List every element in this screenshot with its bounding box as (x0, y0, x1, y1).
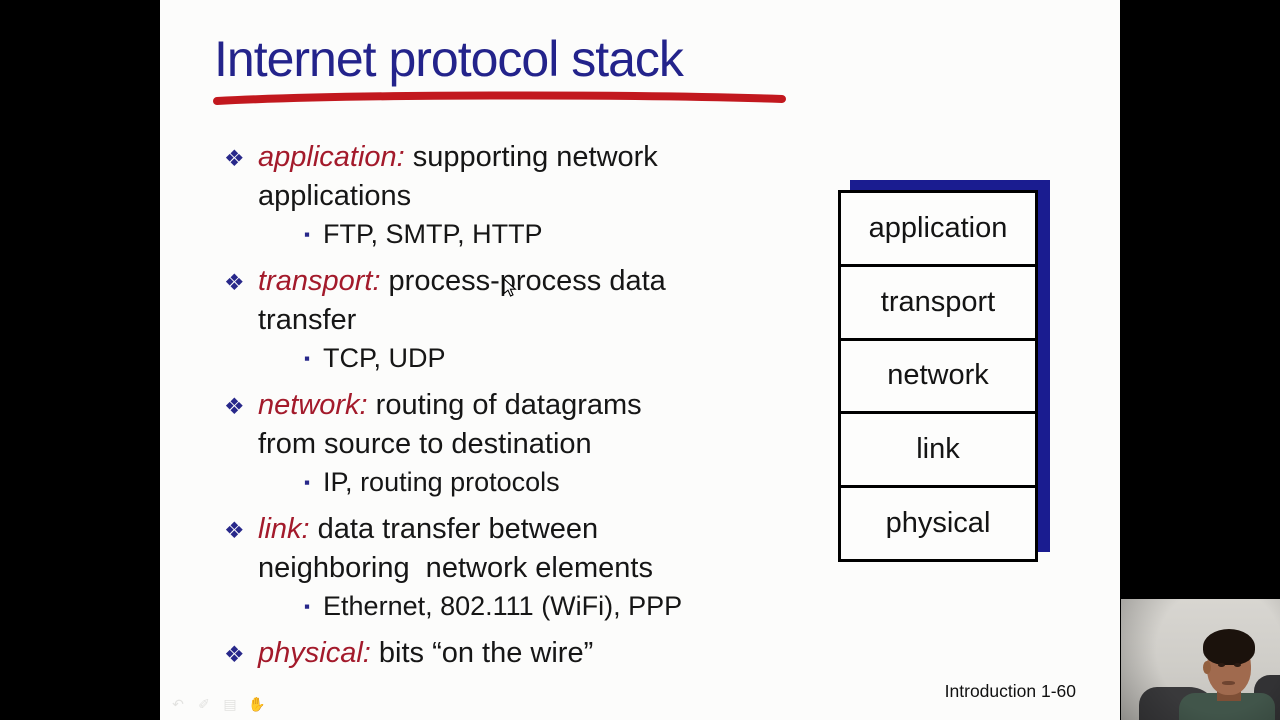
bullet-text: routing of datagrams (367, 389, 642, 421)
square-bullet-icon: ▪ (304, 225, 311, 244)
presenter-eye (1234, 663, 1241, 667)
slide-page-number: Introduction 1-60 (944, 681, 1076, 701)
bullet-line: application: supporting network (258, 138, 764, 177)
slide-title: Internet protocol stack (214, 31, 684, 87)
square-bullet-icon: ▪ (304, 349, 311, 368)
bullet-transport: ❖ transport: process-process data transf… (224, 262, 764, 380)
stack-layer-physical: physical (841, 485, 1035, 559)
diamond-bullet-icon: ❖ (224, 641, 245, 667)
bullet-text: process-process data (380, 265, 666, 297)
mouse-cursor-icon (503, 278, 517, 297)
bullet-application: ❖ application: supporting network applic… (224, 138, 764, 256)
layer-term: transport: (258, 265, 381, 297)
presenter-ear (1203, 661, 1211, 674)
stack-layer-link: link (841, 411, 1035, 485)
bullet-line: transport: process-process data (258, 262, 764, 301)
stack-layer-transport: transport (841, 263, 1035, 338)
bullet-text: supporting network (404, 141, 658, 173)
presenter-webcam-overlay (1121, 599, 1280, 720)
presentation-slide: Internet protocol stack ❖ application: s… (160, 0, 1120, 720)
sub-bullet: ▪ IP, routing protocols (258, 464, 764, 504)
sub-bullet: ▪ FTP, SMTP, HTTP (258, 216, 764, 256)
diamond-bullet-icon: ❖ (224, 145, 245, 171)
bullet-text: bits “on the wire” (370, 637, 594, 669)
grid-icon[interactable]: ▤ (223, 696, 237, 712)
bullet-line: transfer (258, 304, 357, 336)
stack-box: application transport network link physi… (838, 190, 1038, 562)
sub-bullet-text: Ethernet, 802.111 (WiFi), PPP (323, 591, 683, 621)
presenter-hair (1203, 629, 1255, 665)
layer-term: link: (258, 513, 310, 545)
bullet-network: ❖ network: routing of datagrams from sou… (224, 386, 764, 504)
presenter-mouth (1222, 681, 1235, 685)
layer-term: physical: (258, 637, 371, 669)
layer-term: application: (258, 141, 405, 173)
protocol-stack-diagram: application transport network link physi… (838, 180, 1050, 564)
sub-bullet: ▪ Ethernet, 802.111 (WiFi), PPP (258, 588, 764, 628)
stack-layer-network: network (841, 337, 1035, 412)
diamond-bullet-icon: ❖ (224, 393, 245, 419)
diamond-bullet-icon: ❖ (224, 269, 245, 295)
annotation-toolbar: ↶ ✐ ▤ ✋ (170, 696, 266, 713)
hand-icon[interactable]: ✋ (248, 696, 266, 712)
pen-icon[interactable]: ✐ (198, 696, 210, 712)
bullet-line: physical: bits “on the wire” (258, 634, 764, 673)
bullet-line: neighboring network elements (258, 552, 653, 584)
undo-icon[interactable]: ↶ (172, 696, 184, 712)
bullet-text: data transfer between (309, 513, 599, 545)
layer-term: network: (258, 389, 368, 421)
square-bullet-icon: ▪ (304, 473, 311, 492)
diamond-bullet-icon: ❖ (224, 517, 245, 543)
presenter-neck (1217, 691, 1241, 701)
bullet-line: network: routing of datagrams (258, 386, 764, 425)
bullet-physical: ❖ physical: bits “on the wire” (224, 634, 764, 673)
sub-bullet-text: FTP, SMTP, HTTP (323, 219, 543, 249)
bullet-line: from source to destination (258, 428, 592, 460)
square-bullet-icon: ▪ (304, 597, 311, 616)
bullet-line: applications (258, 180, 412, 212)
sub-bullet-text: IP, routing protocols (323, 467, 560, 497)
stack-layer-application: application (868, 211, 1008, 244)
webcam-vignette (1121, 599, 1280, 720)
sub-bullet-text: TCP, UDP (323, 343, 446, 373)
bullet-link: ❖ link: data transfer between neighborin… (224, 510, 764, 628)
presenter-eye (1218, 663, 1225, 667)
sub-bullet: ▪ TCP, UDP (258, 340, 764, 380)
bullet-line: link: data transfer between (258, 510, 764, 549)
title-underline-swoosh (213, 91, 786, 105)
bullet-list: ❖ application: supporting network applic… (224, 138, 764, 679)
